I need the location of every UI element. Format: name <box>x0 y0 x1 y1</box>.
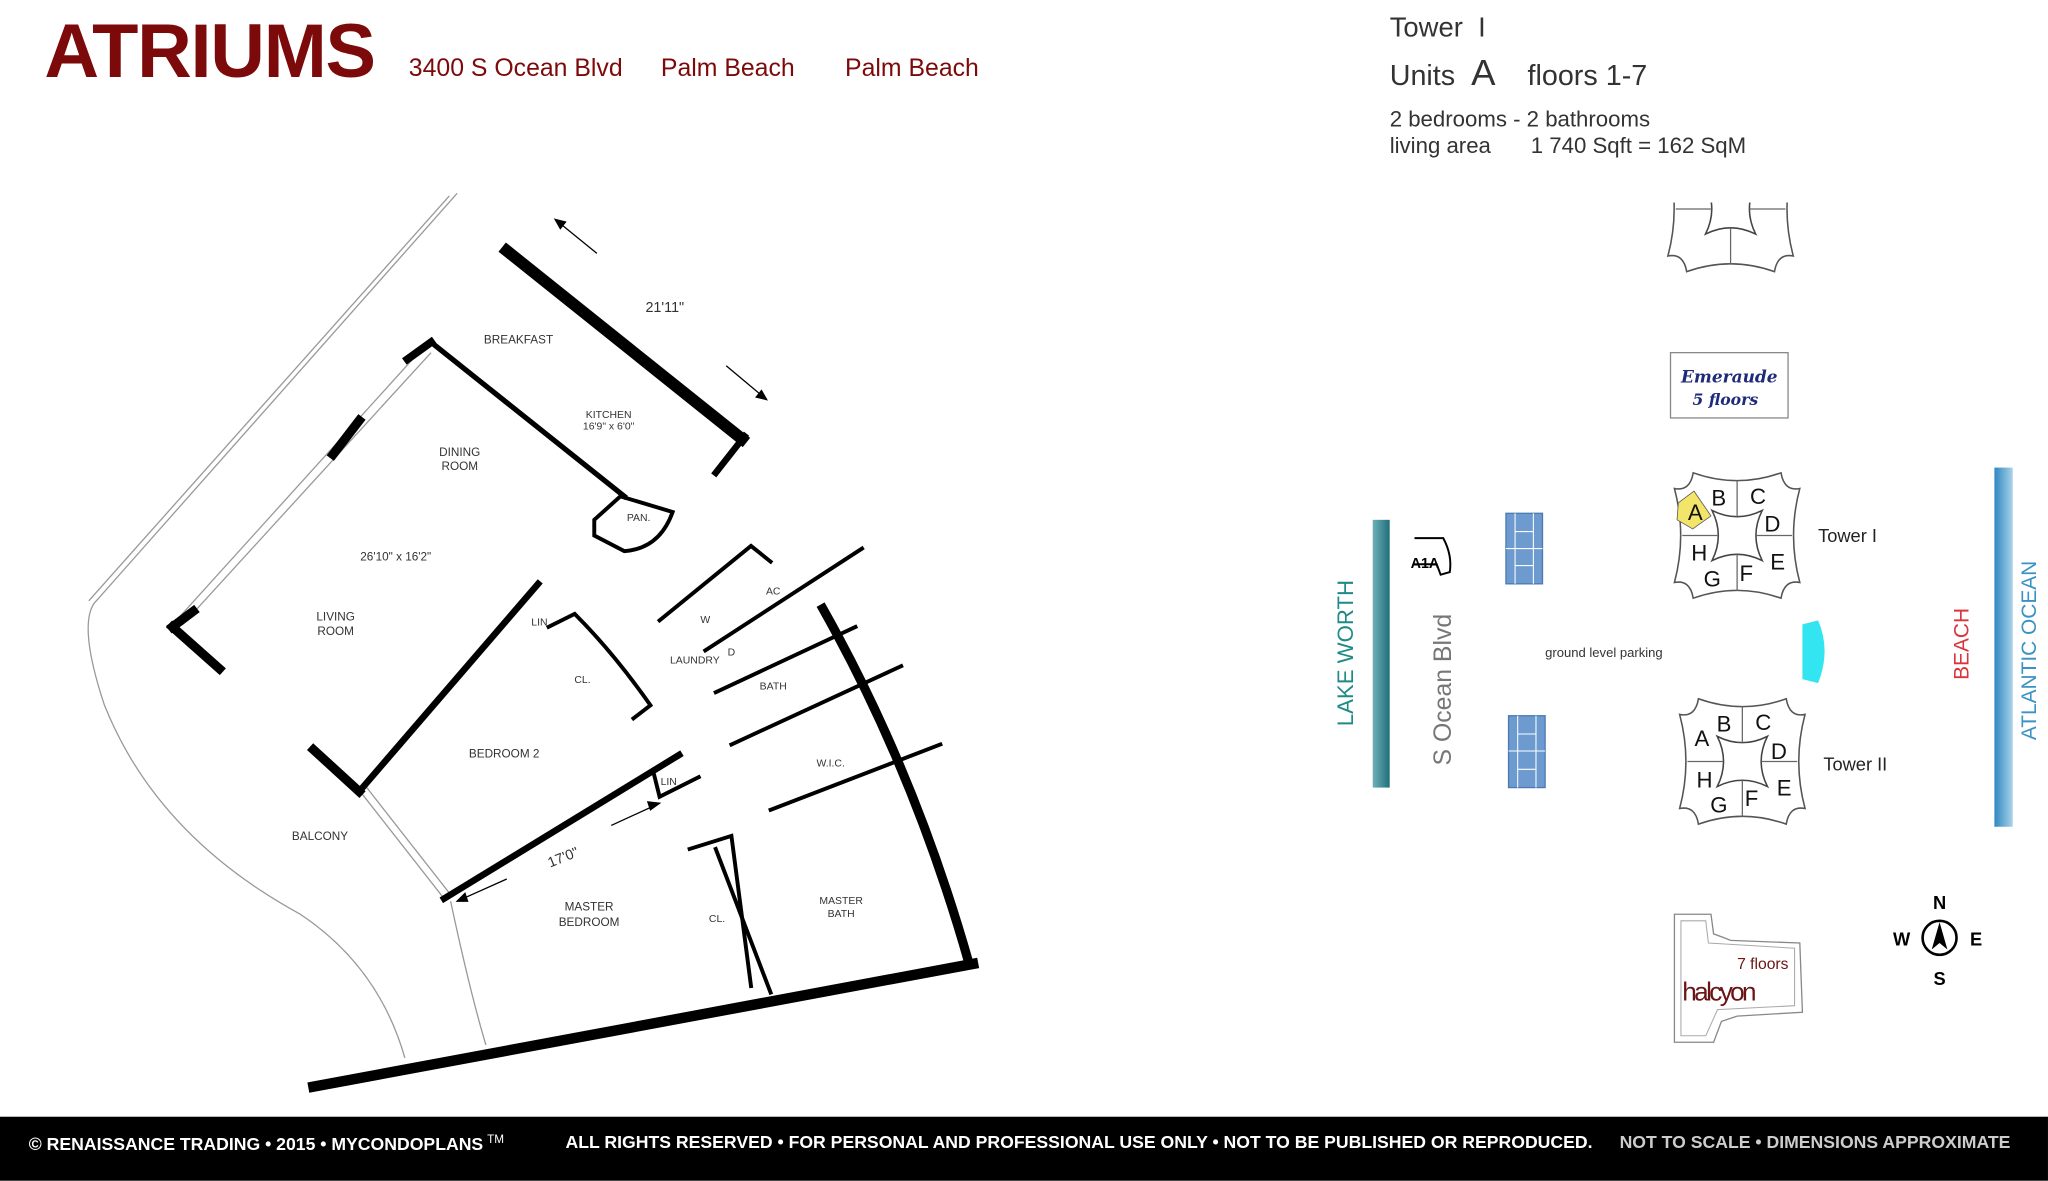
room-bedroom-2: BEDROOM 2 <box>469 748 540 761</box>
balcony-outline <box>87 192 487 1059</box>
tennis-court-1 <box>1505 512 1544 585</box>
unit-b[interactable]: B <box>1711 485 1726 510</box>
tower-2-label: Tower II <box>1823 754 1887 775</box>
lake-bar <box>1372 519 1390 788</box>
highlighted-unit-a[interactable] <box>1676 490 1712 530</box>
lake-worth-label: LAKE WORTH <box>1333 580 1358 726</box>
compass-e: E <box>1970 929 1982 950</box>
room-dryer: D <box>728 648 736 659</box>
building-address: 3400 S Ocean Blvd <box>408 54 623 83</box>
tennis-court-2 <box>1507 715 1546 789</box>
room-kitchen-dim: 16'9" x 6'0" <box>583 422 635 433</box>
compass-icon: N S W E <box>1893 892 1982 989</box>
parking-label: ground level parking <box>1545 645 1663 660</box>
dimension-arrows <box>455 218 769 902</box>
a1a-sign: A1A <box>1411 537 1452 576</box>
emeraude-name: Emeraude <box>1680 368 1778 388</box>
unit-e[interactable]: E <box>1777 775 1792 800</box>
halcyon-building: 7 floors halcyon <box>1673 913 1804 1043</box>
units-value: A <box>1471 52 1496 93</box>
a1a-label: A1A <box>1411 556 1440 572</box>
atlantic-ocean-label: ATLANTIC OCEAN <box>2018 561 2041 740</box>
room-master-bath-2: BATH <box>828 909 855 920</box>
room-wic: W.I.C. <box>816 759 844 770</box>
units-info: Units A floors 1-7 <box>1390 52 1648 94</box>
unit-e[interactable]: E <box>1770 549 1785 574</box>
ocean-bar <box>1994 467 2013 827</box>
room-master-1: MASTER <box>565 900 614 913</box>
beach-label: BEACH <box>1950 608 1973 680</box>
city: Palm Beach <box>660 54 795 83</box>
room-pantry: PAN. <box>627 513 651 524</box>
dimension-top: 21'11" <box>645 300 684 316</box>
partial-building-top <box>1667 202 1795 273</box>
copyright-text: © RENAISSANCE TRADING • 2015 • MYCONDOPL… <box>28 1134 484 1154</box>
unit-b[interactable]: B <box>1717 711 1732 736</box>
compass-n: N <box>1933 892 1946 913</box>
tower-info: Tower I <box>1390 13 1486 44</box>
emeraude-building: Emeraude 5 floors <box>1669 351 1789 419</box>
footer: © RENAISSANCE TRADING • 2015 • MYCONDOPL… <box>0 1116 2048 1181</box>
unit-f[interactable]: F <box>1745 786 1759 811</box>
room-laundry: LAUNDRY <box>670 655 720 666</box>
room-master-2: BEDROOM <box>559 916 620 929</box>
room-living-1: LIVING <box>316 610 355 623</box>
tower-value: I <box>1478 13 1486 44</box>
unit-h[interactable]: H <box>1696 768 1712 793</box>
tower-1-label: Tower I <box>1818 525 1877 546</box>
room-balcony: BALCONY <box>292 830 348 843</box>
tower-1: A B C D E F G H Tower I <box>1673 472 1877 599</box>
room-bath: BATH <box>760 682 787 693</box>
rooms-summary: 2 bedrooms - 2 bathrooms <box>1389 107 1651 132</box>
unit-d[interactable]: D <box>1764 512 1780 537</box>
room-master-bath-1: MASTER <box>819 896 863 907</box>
living-area-value: 1 740 Sqft = 162 SqM <box>1530 133 1747 159</box>
emeraude-floors: 5 floors <box>1693 390 1759 409</box>
room-ac: AC <box>766 586 781 597</box>
dimension-master: 17'0" <box>546 845 581 872</box>
unit-c[interactable]: C <box>1755 710 1771 735</box>
pool <box>1802 620 1825 684</box>
unit-g[interactable]: G <box>1704 566 1721 591</box>
halcyon-floors: 7 floors <box>1737 956 1789 973</box>
unit-a[interactable]: A <box>1688 500 1703 525</box>
copyright: © RENAISSANCE TRADING • 2015 • MYCONDOPL… <box>29 1132 504 1154</box>
walls <box>165 242 980 1093</box>
scale-note: NOT TO SCALE • DIMENSIONS APPROXIMATE <box>1619 1132 2011 1152</box>
compass-w: W <box>1893 929 1911 950</box>
unit-a[interactable]: A <box>1694 726 1709 751</box>
room-breakfast: BREAKFAST <box>484 334 553 347</box>
floors: floors 1-7 <box>1527 58 1648 92</box>
units-label: Units <box>1389 58 1456 92</box>
unit-g[interactable]: G <box>1710 792 1727 817</box>
unit-d[interactable]: D <box>1771 739 1787 764</box>
room-washer: W <box>700 615 710 626</box>
building-title: ATRIUMS <box>44 9 376 95</box>
room-dining-1: DINING <box>439 446 480 459</box>
room-dining-2: ROOM <box>441 460 478 473</box>
room-linen-1: LIN <box>531 618 547 629</box>
rights-notice: ALL RIGHTS RESERVED • FOR PERSONAL AND P… <box>565 1132 1593 1152</box>
room-closet-2: CL. <box>709 914 725 925</box>
unit-h[interactable]: H <box>1691 540 1707 565</box>
room-living-dim: 26'10" x 16'2" <box>360 550 431 563</box>
compass-s: S <box>1933 968 1945 989</box>
room-living-2: ROOM <box>317 625 354 638</box>
living-area-label: living area <box>1389 133 1491 159</box>
trademark: TM <box>487 1132 505 1146</box>
unit-f[interactable]: F <box>1739 561 1753 586</box>
tower-label: Tower <box>1389 13 1463 44</box>
room-closet-1: CL. <box>574 675 590 686</box>
street-label: S Ocean Blvd <box>1430 614 1457 766</box>
unit-c[interactable]: C <box>1750 484 1766 509</box>
halcyon-name: halcyon <box>1682 976 1755 1006</box>
room-kitchen: KITCHEN <box>586 410 632 421</box>
area: Palm Beach <box>845 54 979 83</box>
tower-2: A B C D E F G H Tower II <box>1678 697 1887 825</box>
room-linen-2: LIN <box>661 777 677 788</box>
